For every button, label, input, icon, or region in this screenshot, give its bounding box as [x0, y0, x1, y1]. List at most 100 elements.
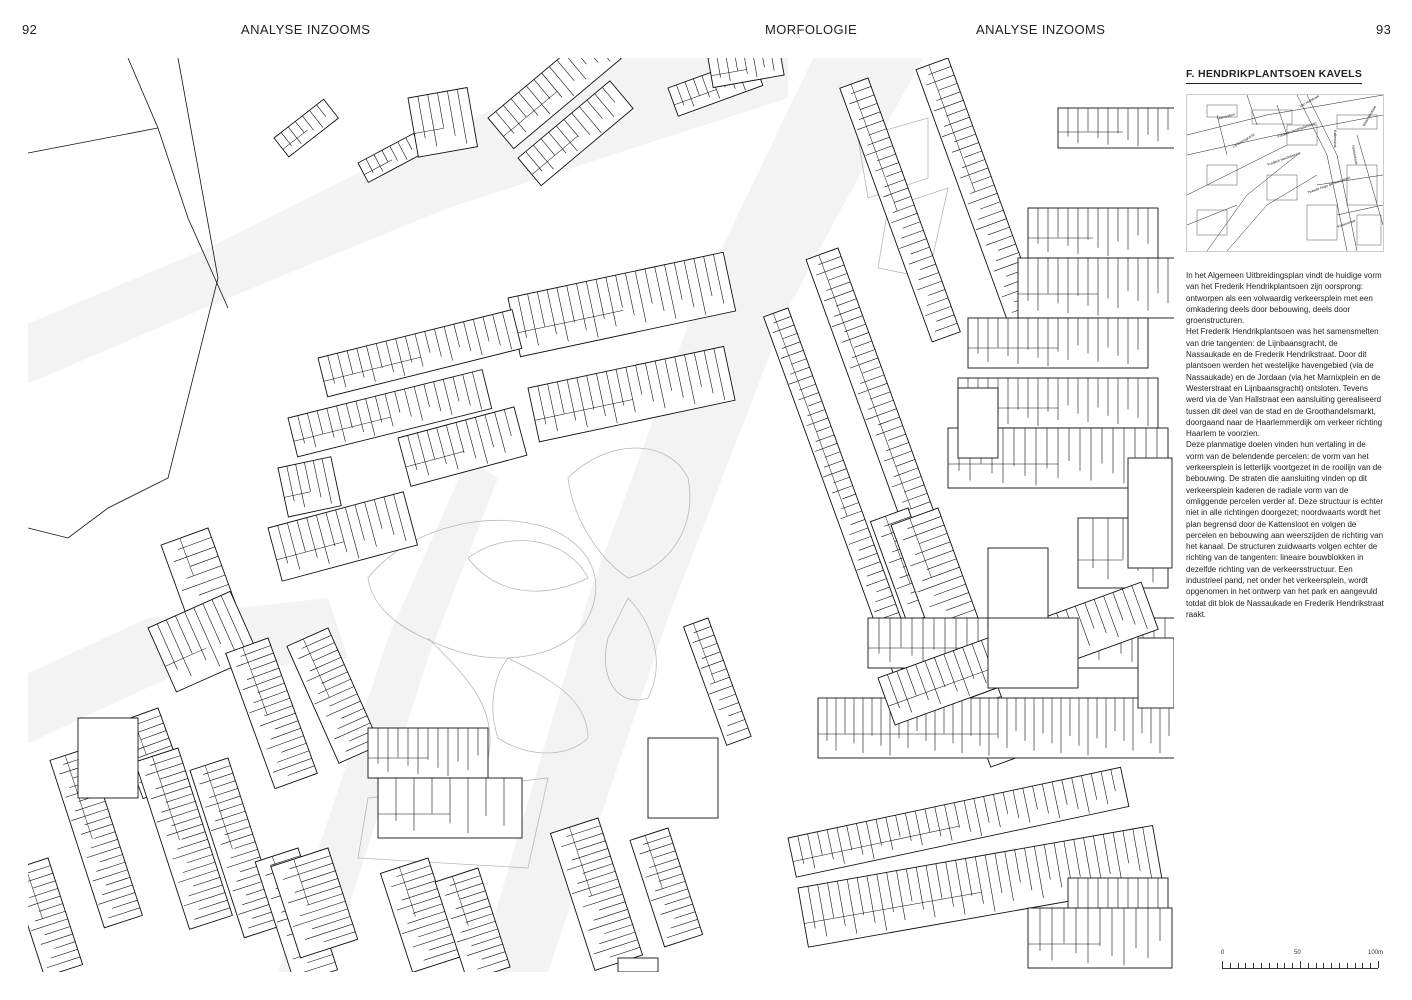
block-outline [1057, 107, 1174, 149]
parcel-divider [814, 443, 838, 452]
parcel-divider [413, 386, 423, 421]
parcel-divider [703, 350, 714, 394]
scale-tick [1362, 963, 1364, 968]
parcel-divider [836, 827, 845, 864]
building-block [817, 697, 1174, 759]
parcel-divider [341, 708, 364, 719]
parcel-divider [527, 293, 539, 346]
parcel-divider [817, 831, 823, 855]
parcel-divider [502, 311, 512, 350]
parcel-divider [1093, 599, 1107, 633]
parcel-divider [576, 283, 587, 331]
inset-street [1316, 174, 1383, 186]
parcel-divider [833, 476, 850, 484]
parcel-divider [817, 884, 828, 937]
parcel-divider [307, 954, 333, 964]
parcel-divider [789, 375, 813, 385]
parcel-divider [282, 862, 334, 880]
parcel-divider [857, 383, 888, 395]
parcel-divider [541, 72, 563, 98]
parcel-divider [423, 949, 458, 961]
parcel-divider [161, 800, 196, 813]
parcel-divider [373, 154, 384, 172]
scale-line [1222, 968, 1378, 969]
parcel-divider [782, 333, 798, 339]
parcel-divider [405, 137, 413, 151]
road-band [28, 58, 788, 384]
parcel-divider [891, 476, 922, 488]
inset-block [1336, 114, 1378, 130]
parcel-divider [713, 348, 726, 401]
parcel-divider [414, 333, 424, 367]
parcel-divider [303, 638, 330, 698]
parcel-divider [1012, 790, 1020, 819]
parcel-divider [933, 583, 966, 596]
parcel-divider [381, 150, 389, 162]
parcel-divider [903, 484, 925, 493]
building-block [270, 847, 359, 959]
parcel-divider [582, 863, 613, 874]
parcel-divider [397, 141, 408, 160]
parcel-divider [605, 277, 617, 327]
parcel-divider [287, 522, 301, 570]
parcel-divider [460, 890, 486, 900]
parcel-divider [556, 287, 569, 342]
parcel-divider [234, 841, 256, 849]
parcel-divider [316, 514, 330, 564]
parcel-divider [822, 468, 847, 478]
building-block [357, 132, 425, 184]
parcel-divider [734, 58, 738, 71]
inset-street-label: Kattensloot [1333, 130, 1337, 148]
parcel-divider [28, 872, 54, 885]
parcel-divider [209, 788, 238, 799]
parcel-divider [596, 373, 606, 417]
parcel-divider [80, 823, 113, 835]
parcel-divider [566, 285, 575, 323]
parcel-divider [472, 319, 483, 356]
parcel-divider [306, 893, 343, 906]
section-title-left: ANALYSE INZOOMS [241, 22, 371, 37]
parcel-divider [832, 485, 853, 494]
parcel-divider [875, 425, 903, 436]
inset-block [1346, 164, 1378, 206]
parcel-divider [799, 383, 816, 391]
parcel-divider [28, 865, 51, 875]
building-block [527, 345, 736, 443]
parcel-divider [412, 933, 453, 948]
parcel-divider [395, 338, 406, 376]
scale-tick [1315, 963, 1317, 968]
parcel-divider [557, 381, 565, 414]
parcel-divider [540, 138, 555, 156]
large-building [1127, 457, 1173, 569]
parcel-divider [674, 89, 717, 106]
parcel-divider [407, 910, 446, 924]
parcel-divider [165, 793, 193, 803]
scale-label-0: 0 [1221, 950, 1225, 956]
parcel-divider [533, 79, 551, 99]
parcel-divider [710, 676, 730, 685]
parcel-divider [465, 913, 493, 923]
building-block [134, 747, 233, 930]
parcel-divider [849, 357, 879, 369]
parcel-divider [654, 880, 686, 892]
park-path [567, 447, 691, 579]
parcel-divider [236, 652, 274, 667]
parcel-divider [974, 856, 984, 904]
parcel-divider [181, 831, 206, 840]
parcel-divider [769, 58, 775, 71]
parcel-divider [108, 907, 141, 919]
parcel-divider [272, 757, 312, 773]
parcel-divider [743, 58, 748, 75]
parcel-divider [870, 391, 891, 400]
parcel-divider [865, 408, 897, 421]
parcel-divider [609, 947, 641, 958]
parcel-divider [46, 956, 81, 969]
parcel-divider [198, 899, 228, 910]
parcel-divider [1110, 769, 1116, 791]
parcel-divider [586, 99, 603, 119]
parcel-divider [693, 623, 716, 683]
parcel-divider [1142, 827, 1153, 880]
parcel-divider [194, 907, 231, 920]
parcel-divider [152, 756, 180, 841]
